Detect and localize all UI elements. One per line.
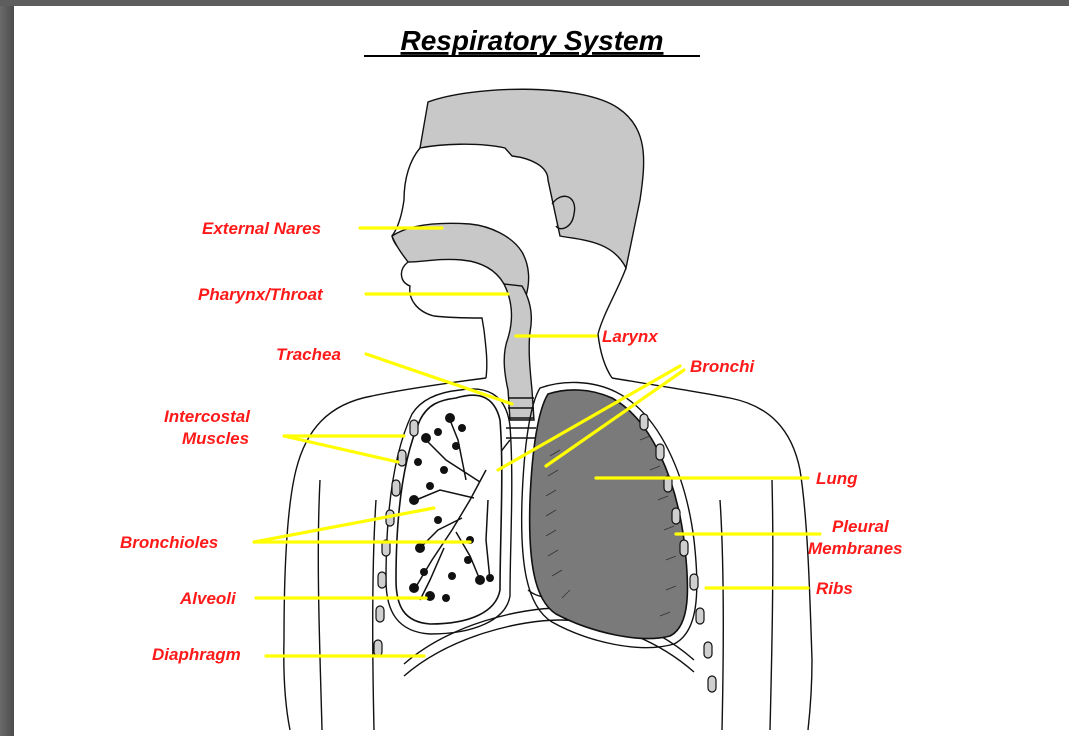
label-external-nares: External Nares [202,219,321,238]
label-trachea: Trachea [276,345,341,364]
label-pleural-2: Membranes [808,539,902,558]
nasal-cavity [392,223,529,310]
label-intercostal-1: Intercostal [164,407,251,426]
label-larynx: Larynx [602,327,659,346]
label-pharynx-throat: Pharynx/Throat [198,285,324,304]
trachea-tube [504,284,534,420]
label-alveoli: Alveoli [179,589,237,608]
diagram-title: Respiratory System [400,25,663,56]
label-bronchi: Bronchi [690,357,756,376]
label-lung: Lung [816,469,858,488]
label-pleural-1: Pleural [832,517,890,536]
label-ribs: Ribs [816,579,853,598]
leader-intercostal-2 [284,436,398,462]
label-intercostal-2: Muscles [182,429,249,448]
leader-trachea [366,354,512,404]
label-bronchioles: Bronchioles [120,533,218,552]
label-diaphragm: Diaphragm [152,645,241,664]
